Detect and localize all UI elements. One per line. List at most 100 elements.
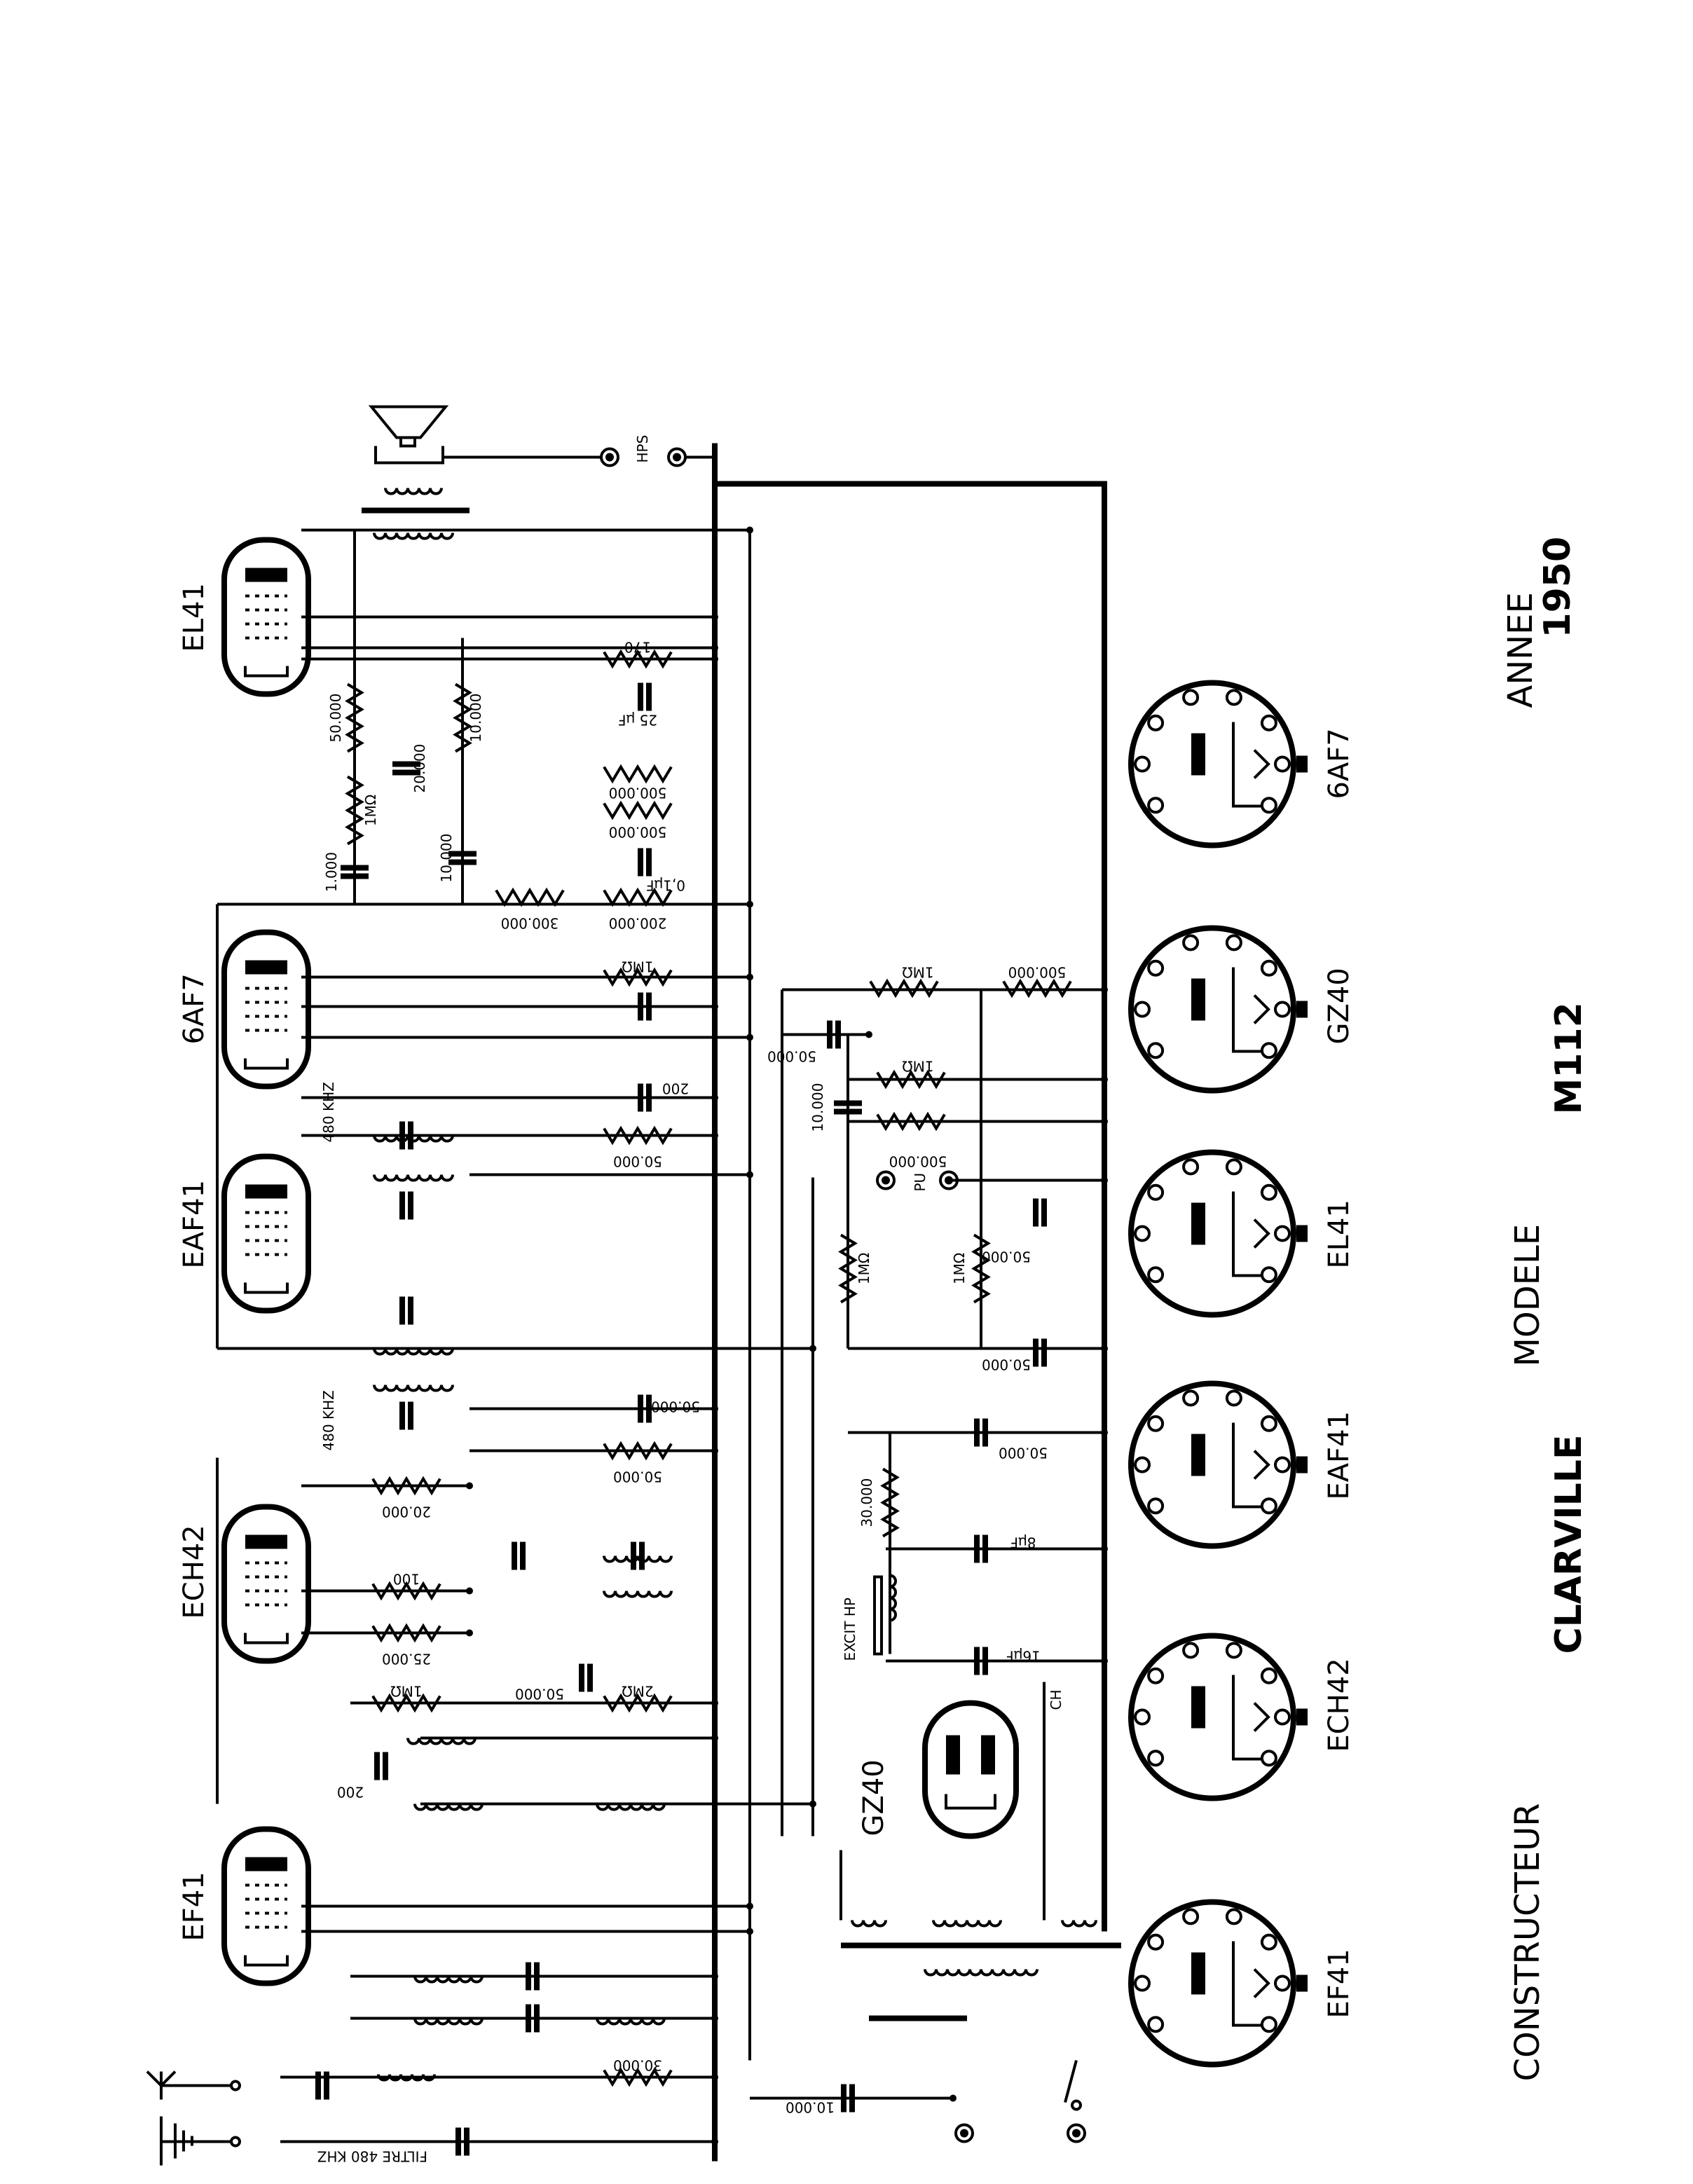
base-pin	[1147, 1415, 1165, 1432]
base-pin	[1225, 934, 1242, 952]
ch-label: CH	[1048, 1689, 1064, 1710]
resistor	[345, 775, 364, 846]
component-value-label: 10.000	[467, 694, 484, 743]
tube-label: GZ40	[858, 1759, 890, 1836]
component-value-label: 50.000	[515, 1686, 564, 1703]
modele-value: M112	[1548, 1002, 1590, 1114]
junction-dot	[746, 1171, 753, 1179]
junction-dot	[711, 2014, 718, 2022]
coil	[851, 1920, 887, 1928]
base-pin	[1274, 1456, 1291, 1474]
pickup-jack[interactable]	[876, 1170, 959, 1190]
resistor	[371, 1476, 441, 1496]
component-value-label: 50.000	[982, 1357, 1031, 1373]
junction-dot	[711, 1405, 718, 1413]
base-electrode	[1191, 1952, 1205, 1995]
hps-label: HPS	[634, 435, 651, 463]
tube-envelope	[221, 537, 311, 697]
component-value-label: 25 µF	[618, 712, 657, 729]
junction-dot	[711, 2138, 718, 2145]
component-value-label: 10.000	[438, 834, 455, 883]
base-pin	[1274, 1708, 1291, 1726]
base-outline	[1128, 1633, 1296, 1801]
resistor	[603, 887, 673, 907]
coil	[373, 1174, 454, 1182]
coil	[373, 1385, 454, 1392]
component-value-label: 50.000	[999, 1445, 1048, 1462]
coil	[603, 1591, 673, 1598]
base-pin	[1260, 1266, 1277, 1284]
resistor	[603, 764, 673, 784]
resistor	[876, 1069, 946, 1090]
base-wiring	[1232, 1191, 1261, 1277]
component-value-label: 25.000	[382, 1651, 431, 1668]
junction-dot	[711, 1972, 718, 1980]
component-value-label: 50.000	[982, 1249, 1031, 1265]
tube-ech42: ECH42	[178, 1504, 311, 1664]
tube-anode	[946, 1735, 960, 1775]
base-electrode	[1191, 978, 1205, 1021]
terminal-hps[interactable]	[443, 447, 715, 467]
resistor	[603, 800, 673, 820]
base-diagram-el41: EL41	[1128, 1149, 1355, 1318]
base-pin	[1225, 1158, 1242, 1176]
tube-anode	[245, 568, 287, 582]
base-electrode	[1191, 733, 1205, 776]
base-pin	[1134, 755, 1151, 773]
coil	[1061, 1920, 1097, 1928]
base-pin	[1260, 797, 1277, 814]
component-value-label: 200	[662, 1080, 689, 1097]
coil	[373, 533, 454, 540]
constructeur-label: CONSTRUCTEUR	[1508, 1803, 1547, 2081]
pu-label: PU	[912, 1173, 928, 1192]
resistor	[345, 682, 364, 753]
power-switch[interactable]	[1064, 2059, 1082, 2111]
base-pin	[1147, 1667, 1165, 1684]
component-value-label: 50.000	[327, 694, 344, 743]
base-pin	[1182, 1389, 1200, 1407]
component-value-label: 1MΩ	[856, 1253, 872, 1284]
mains-socket[interactable]	[954, 2123, 1086, 2143]
junction-dot	[711, 1447, 718, 1455]
component-value-label: 10.000	[786, 2099, 835, 2116]
base-wiring	[1232, 1422, 1261, 1509]
antenna-icon	[146, 2070, 241, 2100]
junction-dot	[711, 1132, 718, 1139]
component-value-label: 50.000	[613, 1153, 662, 1170]
tube-label: EF41	[178, 1871, 210, 1941]
tube-anode	[981, 1735, 995, 1775]
base-pin	[1134, 1456, 1151, 1474]
modele-label: MODELE	[1508, 1224, 1547, 1367]
junction-dot	[711, 1003, 718, 1010]
base-pin	[1182, 689, 1200, 706]
resistor	[603, 967, 673, 987]
junction-dot	[711, 1094, 718, 1101]
base-pin	[1260, 959, 1277, 977]
coil	[406, 1738, 477, 1745]
base-pin	[1260, 1933, 1277, 1951]
base-key	[1296, 755, 1308, 773]
resistor	[453, 682, 472, 753]
base-label: 6AF7	[1323, 728, 1355, 799]
component-value-label: 500.000	[609, 824, 667, 841]
base-key	[1296, 1001, 1308, 1018]
junction-dot	[1101, 1545, 1108, 1553]
resistor	[495, 887, 565, 907]
base-pin	[1225, 1389, 1242, 1407]
resistor	[1002, 978, 1072, 998]
component-value-label: 50.000	[767, 1048, 816, 1065]
component-value-label: 500.000	[609, 785, 667, 802]
base-pin	[1260, 1750, 1277, 1767]
base-pin	[1147, 714, 1165, 732]
tube-label: EL41	[178, 583, 210, 652]
component-value-label: 200	[337, 1784, 364, 1801]
base-pin	[1225, 1642, 1242, 1659]
base-label: EL41	[1323, 1200, 1355, 1268]
resistor	[876, 1111, 946, 1132]
component-value-label: 1MΩ	[362, 795, 379, 826]
component-value-label: 20.000	[411, 744, 428, 793]
component-value-label: 500.000	[889, 1153, 947, 1170]
junction-dot	[746, 973, 753, 981]
junction-dot	[746, 1902, 753, 1910]
